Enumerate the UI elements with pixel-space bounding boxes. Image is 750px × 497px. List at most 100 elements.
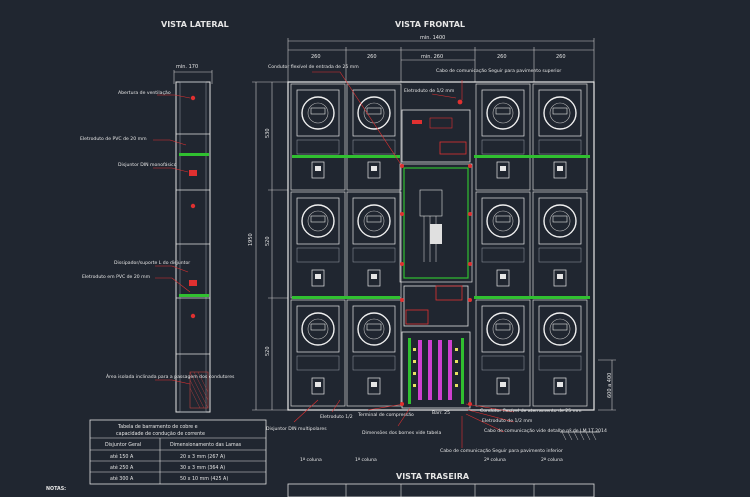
frontal-callout-comm-up: Cabo de comunicação Seguir para paviment… — [436, 68, 561, 74]
meter-display — [495, 215, 511, 223]
dim-row-2: 520 — [265, 236, 271, 246]
meter-window — [352, 89, 396, 137]
meter-breaker-toggle — [371, 274, 377, 279]
meter-dial-inner — [492, 210, 514, 232]
ground-dimension — [598, 359, 616, 411]
rear-col-1: 1ª coluna — [300, 457, 322, 463]
meter-bay — [532, 299, 588, 407]
meter-breaker — [553, 269, 567, 287]
meter-display — [366, 215, 382, 223]
frontal-callout-din-multipolar: Disjuntor DIN multipolares — [266, 426, 327, 432]
meter-bay-frame — [346, 191, 402, 299]
meter-breaker — [496, 269, 510, 287]
meter-breaker — [367, 161, 381, 179]
frontal-cabinet-outline — [287, 81, 595, 411]
meter-breaker-toggle — [500, 274, 506, 279]
meter-breaker-toggle — [500, 166, 506, 171]
table-cell-r3c2: 50 x 10 mm (425 A) — [180, 476, 228, 482]
meter-bay — [346, 83, 402, 191]
meter-dial-inner — [307, 210, 329, 232]
lateral-callout-breaker: Disjuntor DIN monofásico — [118, 161, 177, 168]
meter-dial-inner — [549, 318, 571, 340]
meter-display — [552, 323, 568, 331]
dim-lateral-width: min. 170 — [176, 64, 198, 70]
meter-dial — [301, 96, 335, 130]
meter-dial-inner — [307, 102, 329, 124]
lateral-cabinet — [175, 81, 211, 413]
dim-total-height: 1950 — [248, 233, 254, 246]
dim-row-3: 520 — [265, 346, 271, 356]
frontal-callout-comm-detail: Cabo de comunicação vide detalhe nº de L… — [484, 428, 607, 434]
meter-dial — [357, 96, 391, 130]
meter-breaker-toggle — [315, 382, 321, 387]
meter-dial — [301, 204, 335, 238]
meter-display — [366, 107, 382, 115]
meter-dial — [357, 312, 391, 346]
meter-dial — [543, 312, 577, 346]
lateral-view-title: VISTA LATERAL — [161, 20, 229, 29]
meter-breaker-toggle — [557, 274, 563, 279]
meter-dial — [301, 312, 335, 346]
meter-window — [538, 305, 582, 353]
meter-bay-frame — [532, 191, 588, 299]
meter-bay-frame — [346, 299, 402, 407]
meter-terminal-cover — [296, 247, 340, 263]
meter-display — [495, 323, 511, 331]
meter-breaker-toggle — [500, 382, 506, 387]
meter-breaker — [553, 161, 567, 179]
meter-breaker — [553, 377, 567, 395]
lateral-callout-ventilation: Abertura de ventilação — [118, 90, 171, 96]
frontal-callout-conduit-half: Eletroduto 1/2 — [320, 414, 353, 420]
dim-col-2: 260 — [367, 54, 377, 60]
meter-breaker — [496, 161, 510, 179]
frontal-callout-ground-cable: Condutor flexível de entrada de 25 mm — [268, 63, 359, 70]
meter-window — [538, 89, 582, 137]
meter-window — [481, 305, 525, 353]
meter-bay-frame — [475, 83, 531, 191]
center-column — [399, 109, 473, 409]
meter-display — [310, 107, 326, 115]
meter-window — [296, 197, 340, 245]
frontal-callout-conduit-bottom: Eletroduto de 1/2 mm — [482, 418, 533, 424]
meter-bay — [290, 191, 346, 299]
rear-col-2: 1ª coluna — [355, 457, 377, 463]
table-title-1: Tabela de barramento de cobre e — [117, 424, 198, 430]
meter-display — [495, 107, 511, 115]
meter-display — [552, 215, 568, 223]
rear-view-outline — [287, 483, 595, 497]
meter-bay — [475, 191, 531, 299]
meter-terminal-cover — [296, 355, 340, 371]
meter-dial — [486, 312, 520, 346]
dim-ground: 600 a 400 — [607, 373, 613, 398]
meter-display — [310, 323, 326, 331]
meter-bay-frame — [475, 191, 531, 299]
meter-window — [296, 305, 340, 353]
meter-display — [552, 107, 568, 115]
meter-terminal-cover — [481, 247, 525, 263]
meter-dial — [486, 204, 520, 238]
green-busbars — [292, 155, 590, 299]
meter-breaker — [311, 161, 325, 179]
meter-display — [366, 323, 382, 331]
meter-bay — [532, 191, 588, 299]
table-cell-r2c1: até 250 A — [110, 464, 134, 471]
meter-bay-frame — [290, 191, 346, 299]
frontal-view-title: VISTA FRONTAL — [395, 20, 465, 29]
meter-terminal-cover — [481, 139, 525, 155]
dim-row-1: 530 — [265, 128, 271, 138]
meter-breaker — [496, 377, 510, 395]
notes-label: NOTAS: — [46, 486, 66, 492]
meter-dial — [486, 96, 520, 130]
dim-col-4: 260 — [497, 54, 507, 60]
table-title-2: capacidade de condução de corrente — [116, 431, 205, 437]
rear-col-3: 2ª coluna — [484, 457, 506, 463]
meter-dial-inner — [363, 102, 385, 124]
meter-dial-inner — [492, 102, 514, 124]
meter-terminal-cover — [538, 355, 582, 371]
frontal-callout-terminal: Terminal de compressão — [357, 412, 414, 418]
meter-dial-inner — [307, 318, 329, 340]
table-header-sizing: Dimensionamento das Lamas — [170, 442, 242, 448]
meter-breaker-toggle — [557, 166, 563, 171]
left-dimension-lines — [252, 81, 288, 411]
